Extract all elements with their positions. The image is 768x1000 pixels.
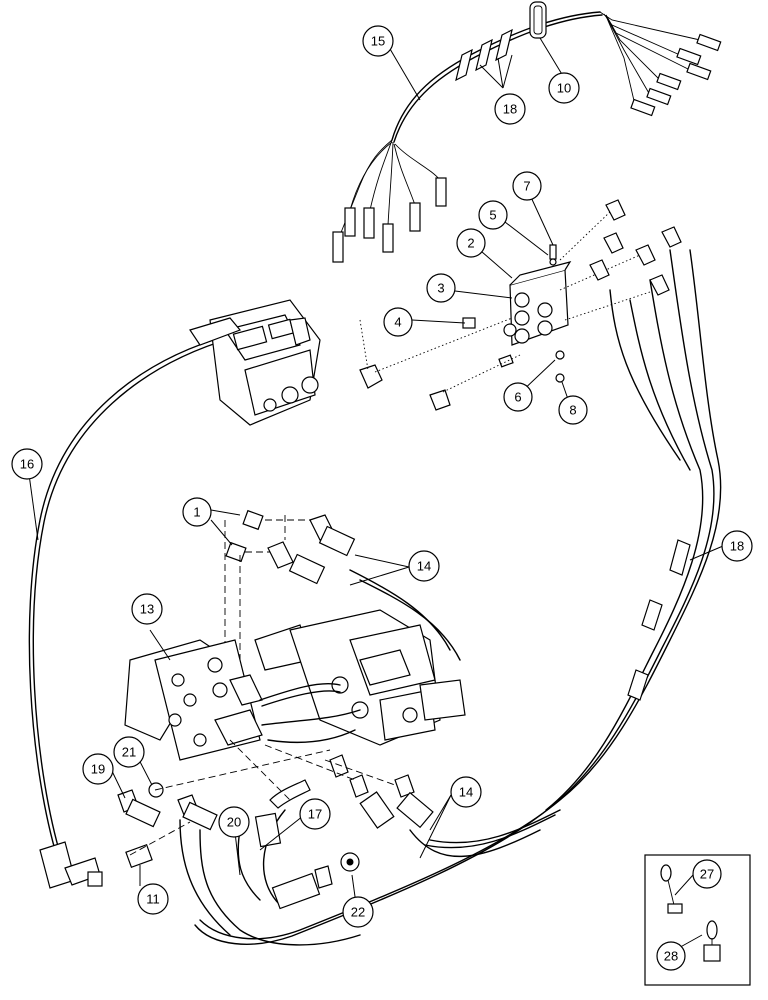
callout-18-upper: 18 — [494, 93, 526, 125]
svg-text:1: 1 — [193, 505, 200, 520]
callout-14-upper: 14 — [408, 550, 440, 582]
callout-28: 28 — [656, 941, 686, 971]
callout-14-lower: 14 — [450, 776, 482, 808]
svg-text:7: 7 — [523, 179, 530, 194]
callout-3: 3 — [426, 273, 456, 303]
svg-text:19: 19 — [91, 762, 105, 777]
svg-text:4: 4 — [394, 315, 401, 330]
callout-19: 19 — [82, 753, 114, 785]
callout-21: 21 — [113, 736, 145, 768]
svg-text:14: 14 — [459, 785, 473, 800]
callout-11: 11 — [137, 883, 169, 915]
svg-text:21: 21 — [122, 745, 136, 760]
callout-2: 2 — [456, 228, 486, 258]
svg-text:27: 27 — [700, 867, 714, 882]
callout-7: 7 — [512, 171, 542, 201]
hose-bundle — [28, 11, 722, 946]
svg-text:20: 20 — [227, 815, 241, 830]
lower-valve-assembly — [124, 609, 466, 761]
callout-13: 13 — [131, 593, 163, 625]
svg-text:28: 28 — [664, 949, 678, 964]
callout-10: 10 — [548, 72, 580, 104]
callout-18-right: 18 — [721, 530, 753, 562]
callout-27: 27 — [692, 859, 722, 889]
svg-text:13: 13 — [140, 602, 154, 617]
svg-text:14: 14 — [417, 559, 431, 574]
svg-text:17: 17 — [308, 807, 322, 822]
callout-22: 22 — [342, 896, 374, 928]
svg-text:18: 18 — [503, 102, 517, 117]
callout-4: 4 — [383, 307, 413, 337]
callout-8: 8 — [558, 395, 588, 425]
detail-inset — [644, 854, 751, 986]
svg-text:6: 6 — [514, 390, 521, 405]
fittings-upper-mid — [224, 509, 356, 660]
svg-text:2: 2 — [467, 236, 474, 251]
leader-lines — [27, 36, 724, 956]
callout-1: 1 — [182, 497, 212, 527]
svg-text:15: 15 — [371, 34, 385, 49]
callout-6: 6 — [503, 382, 533, 412]
manifold-block — [359, 199, 682, 411]
svg-text:22: 22 — [351, 905, 365, 920]
callout-15: 15 — [362, 25, 394, 57]
callout-20: 20 — [218, 806, 250, 838]
svg-text:11: 11 — [146, 892, 160, 907]
svg-text:8: 8 — [569, 403, 576, 418]
callout-5: 5 — [478, 200, 508, 230]
callout-17: 17 — [299, 798, 331, 830]
callout-16: 16 — [11, 448, 43, 480]
harness-fittings-top — [332, 1, 722, 263]
control-valve-upper — [189, 299, 321, 426]
svg-text:10: 10 — [557, 81, 571, 96]
svg-text:18: 18 — [730, 539, 744, 554]
svg-text:16: 16 — [20, 457, 34, 472]
svg-text:5: 5 — [489, 208, 496, 223]
svg-text:3: 3 — [437, 281, 444, 296]
